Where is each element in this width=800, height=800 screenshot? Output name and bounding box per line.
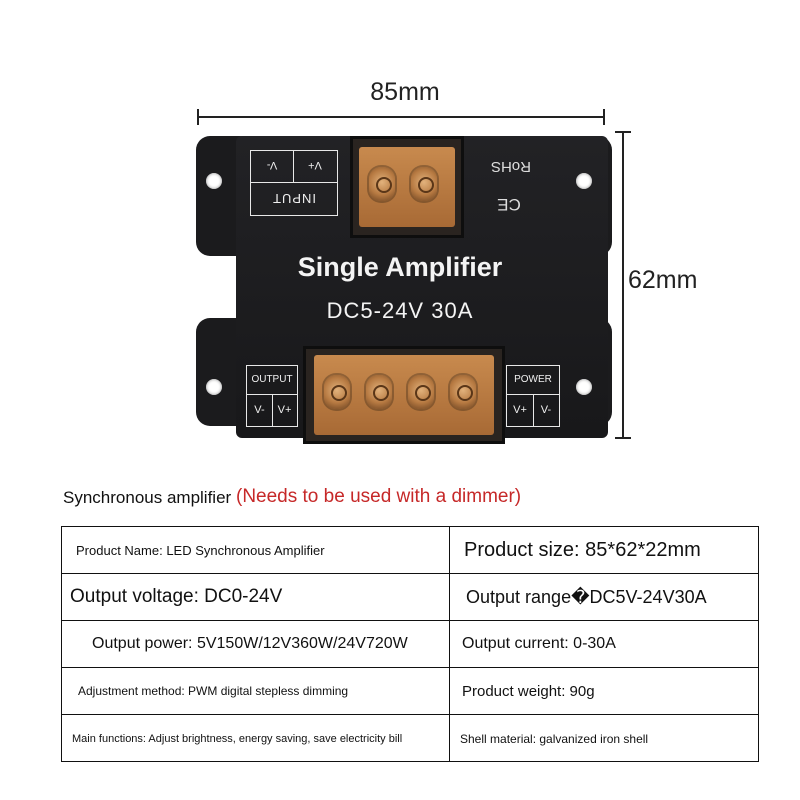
screw-icon — [366, 375, 392, 409]
height-dimension-line — [615, 131, 631, 439]
screw-icon — [408, 375, 434, 409]
table-row: Product Name: LED Synchronous Amplifier … — [62, 527, 758, 574]
power-plus-label: V+ — [513, 404, 527, 416]
spec-cell-product-name: Product Name: LED Synchronous Amplifier — [62, 527, 450, 573]
spec-cell-output-power: Output power: 5V150W/12V360W/24V720W — [62, 621, 450, 667]
width-dimension-line — [197, 109, 605, 125]
table-row: Adjustment method: PWM digital stepless … — [62, 668, 758, 715]
power-minus-label: V- — [540, 404, 552, 416]
table-row: Output power: 5V150W/12V360W/24V720W Out… — [62, 621, 758, 668]
output-minus-label: V- — [254, 404, 265, 416]
input-label: INPUT — [272, 191, 316, 206]
spec-cell-product-size: Product size: 85*62*22mm — [464, 538, 701, 561]
height-dimension-label: 62mm — [628, 266, 698, 294]
table-row: Output voltage: DC0-24V Output range�DC5… — [62, 574, 758, 621]
input-label-block: V- V+ INPUT — [250, 150, 338, 216]
power-label: POWER — [514, 374, 552, 385]
mount-hole-icon — [576, 379, 592, 395]
spec-cell-output-voltage: Output voltage: DC0-24V — [62, 574, 450, 620]
mount-hole-icon — [206, 379, 222, 395]
power-label-block: POWER V+ V- — [506, 365, 560, 427]
usage-note: (Needs to be used with a dimmer) — [236, 486, 522, 507]
output-label: OUTPUT — [251, 374, 293, 385]
spec-cell-adjustment-method: Adjustment method: PWM digital stepless … — [62, 668, 450, 714]
spec-cell-shell-material: Shell material: galvanized iron shell — [460, 731, 649, 746]
input-plus-label: V+ — [308, 159, 322, 171]
screw-icon — [450, 375, 476, 409]
spec-cell-output-range: Output range�DC5V-24V30A — [466, 586, 707, 607]
device-spec: DC5-24V 30A — [326, 298, 474, 323]
mount-hole-icon — [576, 173, 592, 189]
device-title: Single Amplifier — [297, 252, 503, 282]
input-minus-label: V- — [266, 159, 278, 171]
product-caption: Synchronous amplifier — [63, 488, 232, 507]
table-row: Main functions: Adjust brightness, energ… — [62, 715, 758, 762]
width-dimension-label: 85mm — [370, 78, 440, 106]
ce-mark: CE — [497, 195, 521, 214]
mount-hole-icon — [206, 173, 222, 189]
spec-cell-main-functions: Main functions: Adjust brightness, energ… — [62, 715, 450, 762]
output-plus-label: V+ — [277, 404, 292, 416]
spec-cell-product-weight: Product weight: 90g — [462, 682, 595, 700]
input-terminal-block — [350, 136, 464, 238]
screw-icon — [324, 375, 350, 409]
screw-icon — [369, 167, 395, 201]
output-label-block: OUTPUT V- V+ — [246, 365, 298, 427]
rohs-mark: RoHS — [491, 158, 532, 175]
spec-table: Product Name: LED Synchronous Amplifier … — [61, 526, 759, 762]
spec-cell-output-current: Output current: 0-30A — [462, 635, 616, 652]
screw-icon — [411, 167, 437, 201]
output-power-terminal-block — [303, 346, 505, 444]
